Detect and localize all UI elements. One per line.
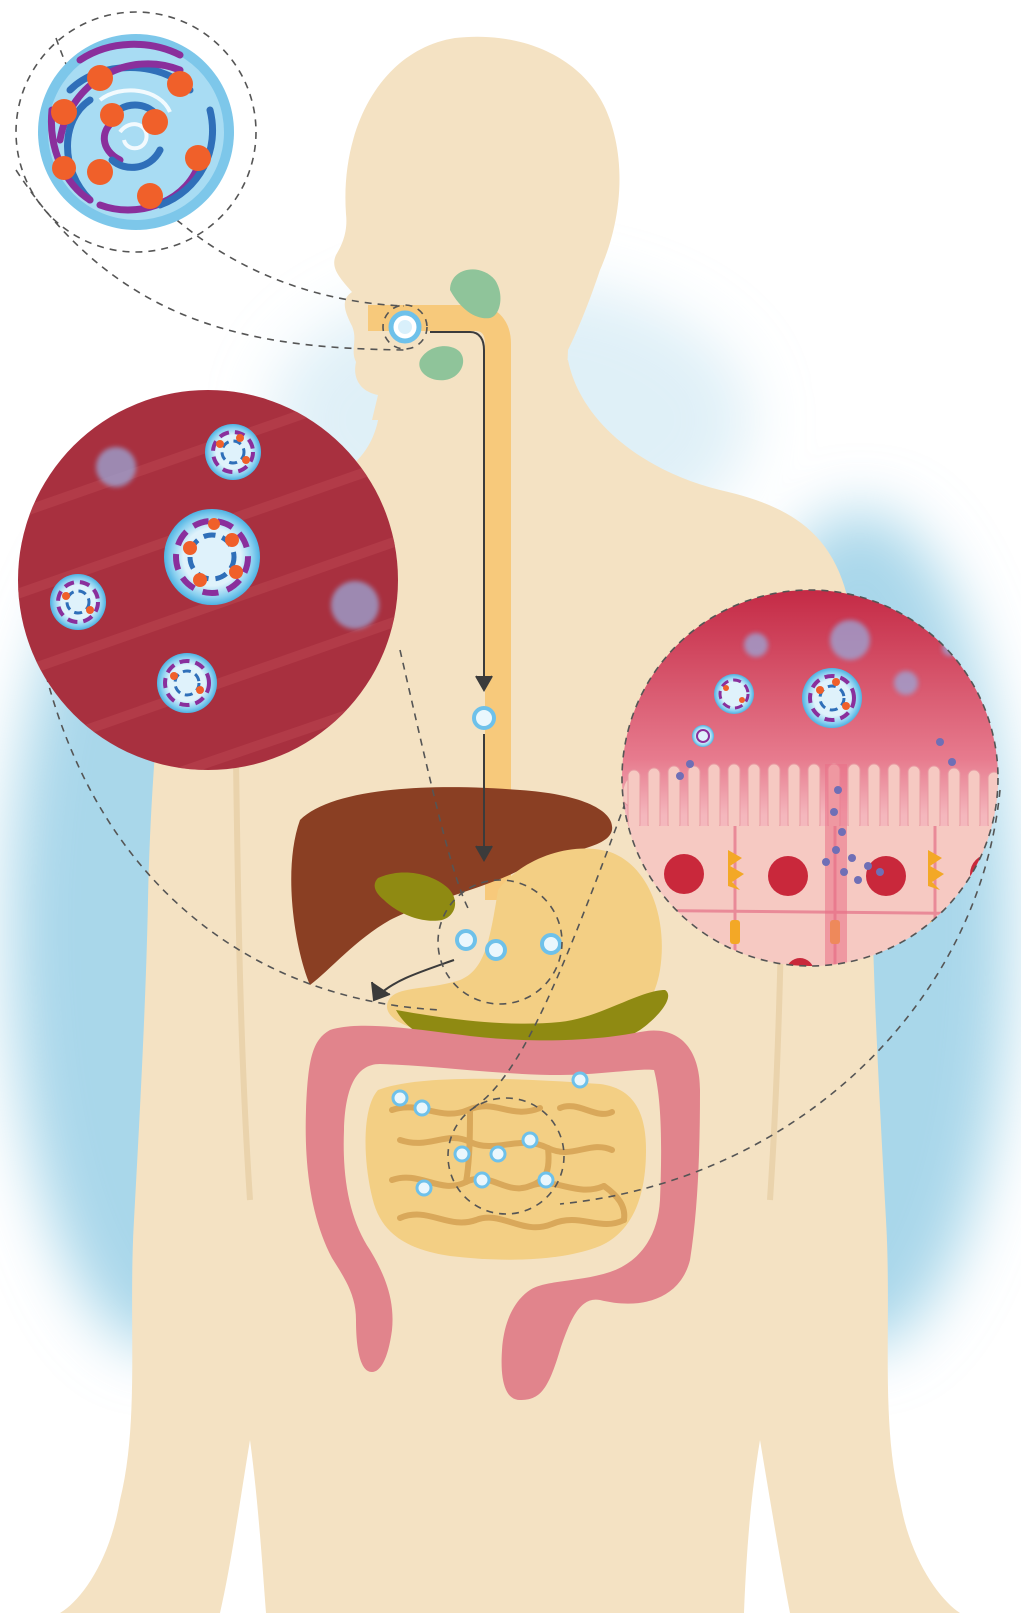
nanoparticle-icon [573,1073,587,1087]
nanoparticle-icon [487,941,505,959]
nanoparticle-icon [455,1147,469,1161]
nanoparticle-icon [391,313,419,341]
nanoparticle-icon [542,935,560,953]
nanoparticle-icon [415,1101,429,1115]
nanoparticle-icon [417,1181,431,1195]
nanoparticle-icon [205,424,261,480]
nanoparticle-icon [50,574,106,630]
nanoparticle-icon [523,1133,537,1147]
nanoparticle-icon [393,1091,407,1105]
nanoparticle-icon [714,674,754,714]
nanoparticle-icon [539,1173,553,1187]
nanoparticle-icon [475,1173,489,1187]
nanoparticle-icon [164,509,260,605]
nanoparticle-icon [491,1147,505,1161]
nanoparticle-zoom-top [16,12,256,252]
nanoparticle-icon [802,668,862,728]
small-intestine [366,1079,647,1260]
nanoparticle-icon [457,931,475,949]
nanoparticle-icon [157,653,217,713]
nanoparticle-icon [474,708,494,728]
nanoparticle-icon [692,725,714,747]
